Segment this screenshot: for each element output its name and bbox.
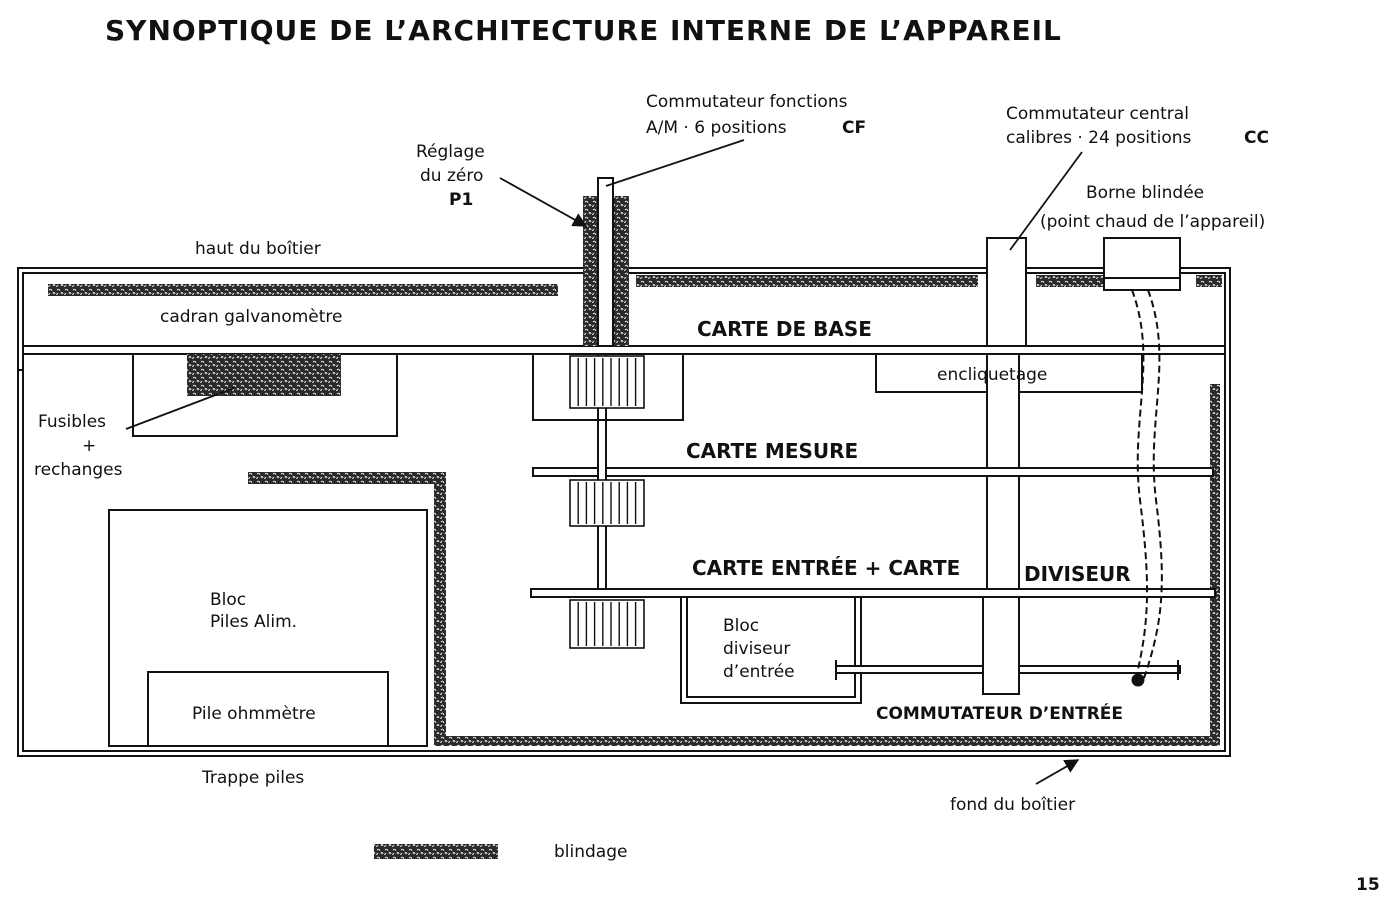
label-bloc-diviseur-1: Bloc <box>723 616 759 636</box>
label-fusibles-2: + <box>82 436 96 456</box>
label-encliquetage: encliquetage <box>937 365 1047 385</box>
label-reglage-3: P1 <box>449 190 473 210</box>
leader-lines <box>125 139 1083 785</box>
label-borne-2: (point chaud de l’appareil) <box>1040 212 1265 232</box>
label-bloc-piles-1: Bloc <box>210 590 246 610</box>
borne-blindee <box>1103 237 1181 291</box>
label-cadran: cadran galvanomètre <box>160 307 342 327</box>
legend: blindage <box>374 842 627 862</box>
label-diviseur: DIVISEUR <box>1024 562 1131 586</box>
label-reglage-1: Réglage <box>416 142 485 162</box>
label-cf-code: CF <box>842 118 866 138</box>
label-carte-base: CARTE DE BASE <box>697 317 872 341</box>
bloc-diviseur-box <box>680 596 862 704</box>
page-title: SYNOPTIQUE DE L’ARCHITECTURE INTERNE DE … <box>105 14 1062 47</box>
label-carte-entree: CARTE ENTRÉE + CARTE <box>692 556 960 580</box>
label-carte-mesure: CARTE MESURE <box>686 439 858 463</box>
label-trappe-piles: Trappe piles <box>201 768 304 788</box>
label-commutateur-entree: COMMUTATEUR D’ENTRÉE <box>876 702 1123 724</box>
label-commutateur-fonctions-1: Commutateur fonctions <box>646 92 848 112</box>
legend-swatch-blindage <box>374 844 498 859</box>
legend-label-blindage: blindage <box>554 842 627 862</box>
commutateur-fonctions-shaft <box>532 177 684 590</box>
page-number: 15 <box>1356 875 1380 895</box>
label-commutateur-central-1: Commutateur central <box>1006 104 1189 124</box>
shielded-cable <box>1131 289 1163 687</box>
label-commutateur-central-2: calibres · 24 positions <box>1006 128 1192 148</box>
label-bloc-piles-2: Piles Alim. <box>210 612 297 632</box>
label-fusibles-3: rechanges <box>34 460 123 480</box>
wafer-switches <box>569 355 645 649</box>
label-haut-boitier: haut du boîtier <box>195 239 321 259</box>
pile-ohmmetre-box <box>147 671 389 747</box>
label-borne-1: Borne blindée <box>1086 183 1204 203</box>
carte-mesure-board <box>532 467 1214 477</box>
label-cc-code: CC <box>1244 128 1269 148</box>
label-fusibles-1: Fusibles <box>38 412 106 432</box>
label-bloc-diviseur-3: d’entrée <box>723 662 795 682</box>
label-fond-boitier: fond du boîtier <box>950 795 1075 815</box>
carte-entree-board <box>530 588 1216 598</box>
label-pile-ohmmetre: Pile ohmmètre <box>192 704 316 724</box>
carte-de-base <box>22 345 1226 355</box>
commutateur-central-shaft <box>982 237 1027 695</box>
label-commutateur-fonctions-2: A/M · 6 positions <box>646 118 787 138</box>
label-bloc-diviseur-2: diviseur <box>723 639 790 659</box>
label-reglage-2: du zéro <box>420 166 483 186</box>
